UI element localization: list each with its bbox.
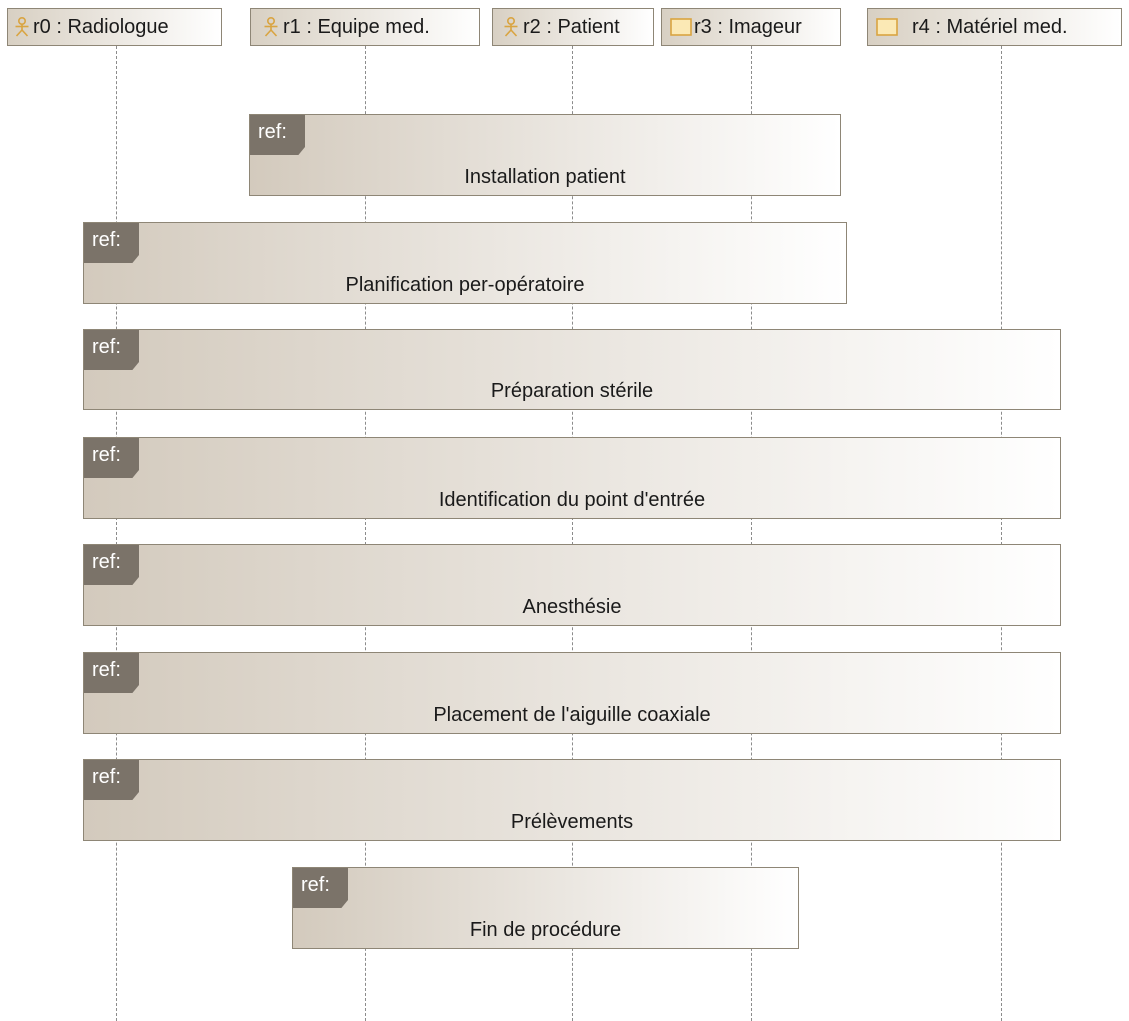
lifeline-head-r1[interactable]: r1 : Equipe med.: [250, 8, 480, 46]
ref-fragment-title: Installation patient: [464, 166, 626, 188]
lifeline-head-r2[interactable]: r2 : Patient: [492, 8, 654, 46]
ref-tag: ref:: [84, 760, 139, 800]
actor-icon: [503, 17, 519, 37]
ref-tag: ref:: [84, 223, 139, 263]
ref-fragment-title: Anesthésie: [522, 596, 622, 618]
lifeline-head-r4[interactable]: r4 : Matériel med.: [867, 8, 1122, 46]
ref-fragment-title: Prélèvements: [510, 811, 634, 833]
lifeline-line-r4: [1001, 46, 1002, 1021]
lifeline-line-r1: [365, 46, 366, 1021]
ref-tag: ref:: [84, 653, 139, 693]
ref-fragment-fin-procedure[interactable]: ref: Fin de procédure: [292, 867, 799, 949]
lifeline-line-r2: [572, 46, 573, 1021]
lifeline-head-r0[interactable]: r0 : Radiologue: [7, 8, 222, 46]
lifeline-label-r4: r4 : Matériel med.: [912, 15, 1068, 38]
lifeline-label-r3: r3 : Imageur: [694, 15, 802, 38]
ref-tag: ref:: [84, 438, 139, 478]
ref-tag: ref:: [84, 330, 139, 370]
actor-icon: [263, 17, 279, 37]
box-icon: [670, 17, 692, 37]
lifeline-line-r3: [751, 46, 752, 1021]
actor-icon: [14, 17, 30, 37]
ref-fragment-title: Planification per-opératoire: [345, 274, 585, 296]
box-icon: [876, 17, 898, 37]
box-icon-svg: [876, 18, 898, 36]
ref-fragment-planification[interactable]: ref: Planification per-opératoire: [83, 222, 847, 304]
ref-fragment-anesthesie[interactable]: ref: Anesthésie: [83, 544, 1061, 626]
ref-fragment-prelevements[interactable]: ref: Prélèvements: [83, 759, 1061, 841]
box-icon-svg: [670, 18, 692, 36]
ref-tag: ref:: [250, 115, 305, 155]
ref-fragment-placement-aiguille[interactable]: ref: Placement de l'aiguille coaxiale: [83, 652, 1061, 734]
lifeline-line-r0: [116, 46, 117, 1021]
ref-fragment-title: Placement de l'aiguille coaxiale: [433, 704, 711, 726]
ref-fragment-title: Préparation stérile: [490, 380, 654, 402]
lifeline-label-r2: r2 : Patient: [523, 15, 620, 38]
ref-fragment-title: Fin de procédure: [469, 919, 622, 941]
actor-icon-svg: [264, 17, 278, 37]
ref-fragment-preparation-sterile[interactable]: ref: Préparation stérile: [83, 329, 1061, 410]
lifeline-label-r1: r1 : Equipe med.: [283, 15, 430, 38]
lifeline-label-r0: r0 : Radiologue: [33, 15, 169, 38]
ref-fragment-identification[interactable]: ref: Identification du point d'entrée: [83, 437, 1061, 519]
lifeline-head-r3[interactable]: r3 : Imageur: [661, 8, 841, 46]
ref-tag: ref:: [84, 545, 139, 585]
actor-icon-svg: [15, 17, 29, 37]
ref-fragment-title: Identification du point d'entrée: [438, 489, 706, 511]
ref-fragment-installation-patient[interactable]: ref: Installation patient: [249, 114, 841, 196]
actor-icon-svg: [504, 17, 518, 37]
ref-tag: ref:: [293, 868, 348, 908]
